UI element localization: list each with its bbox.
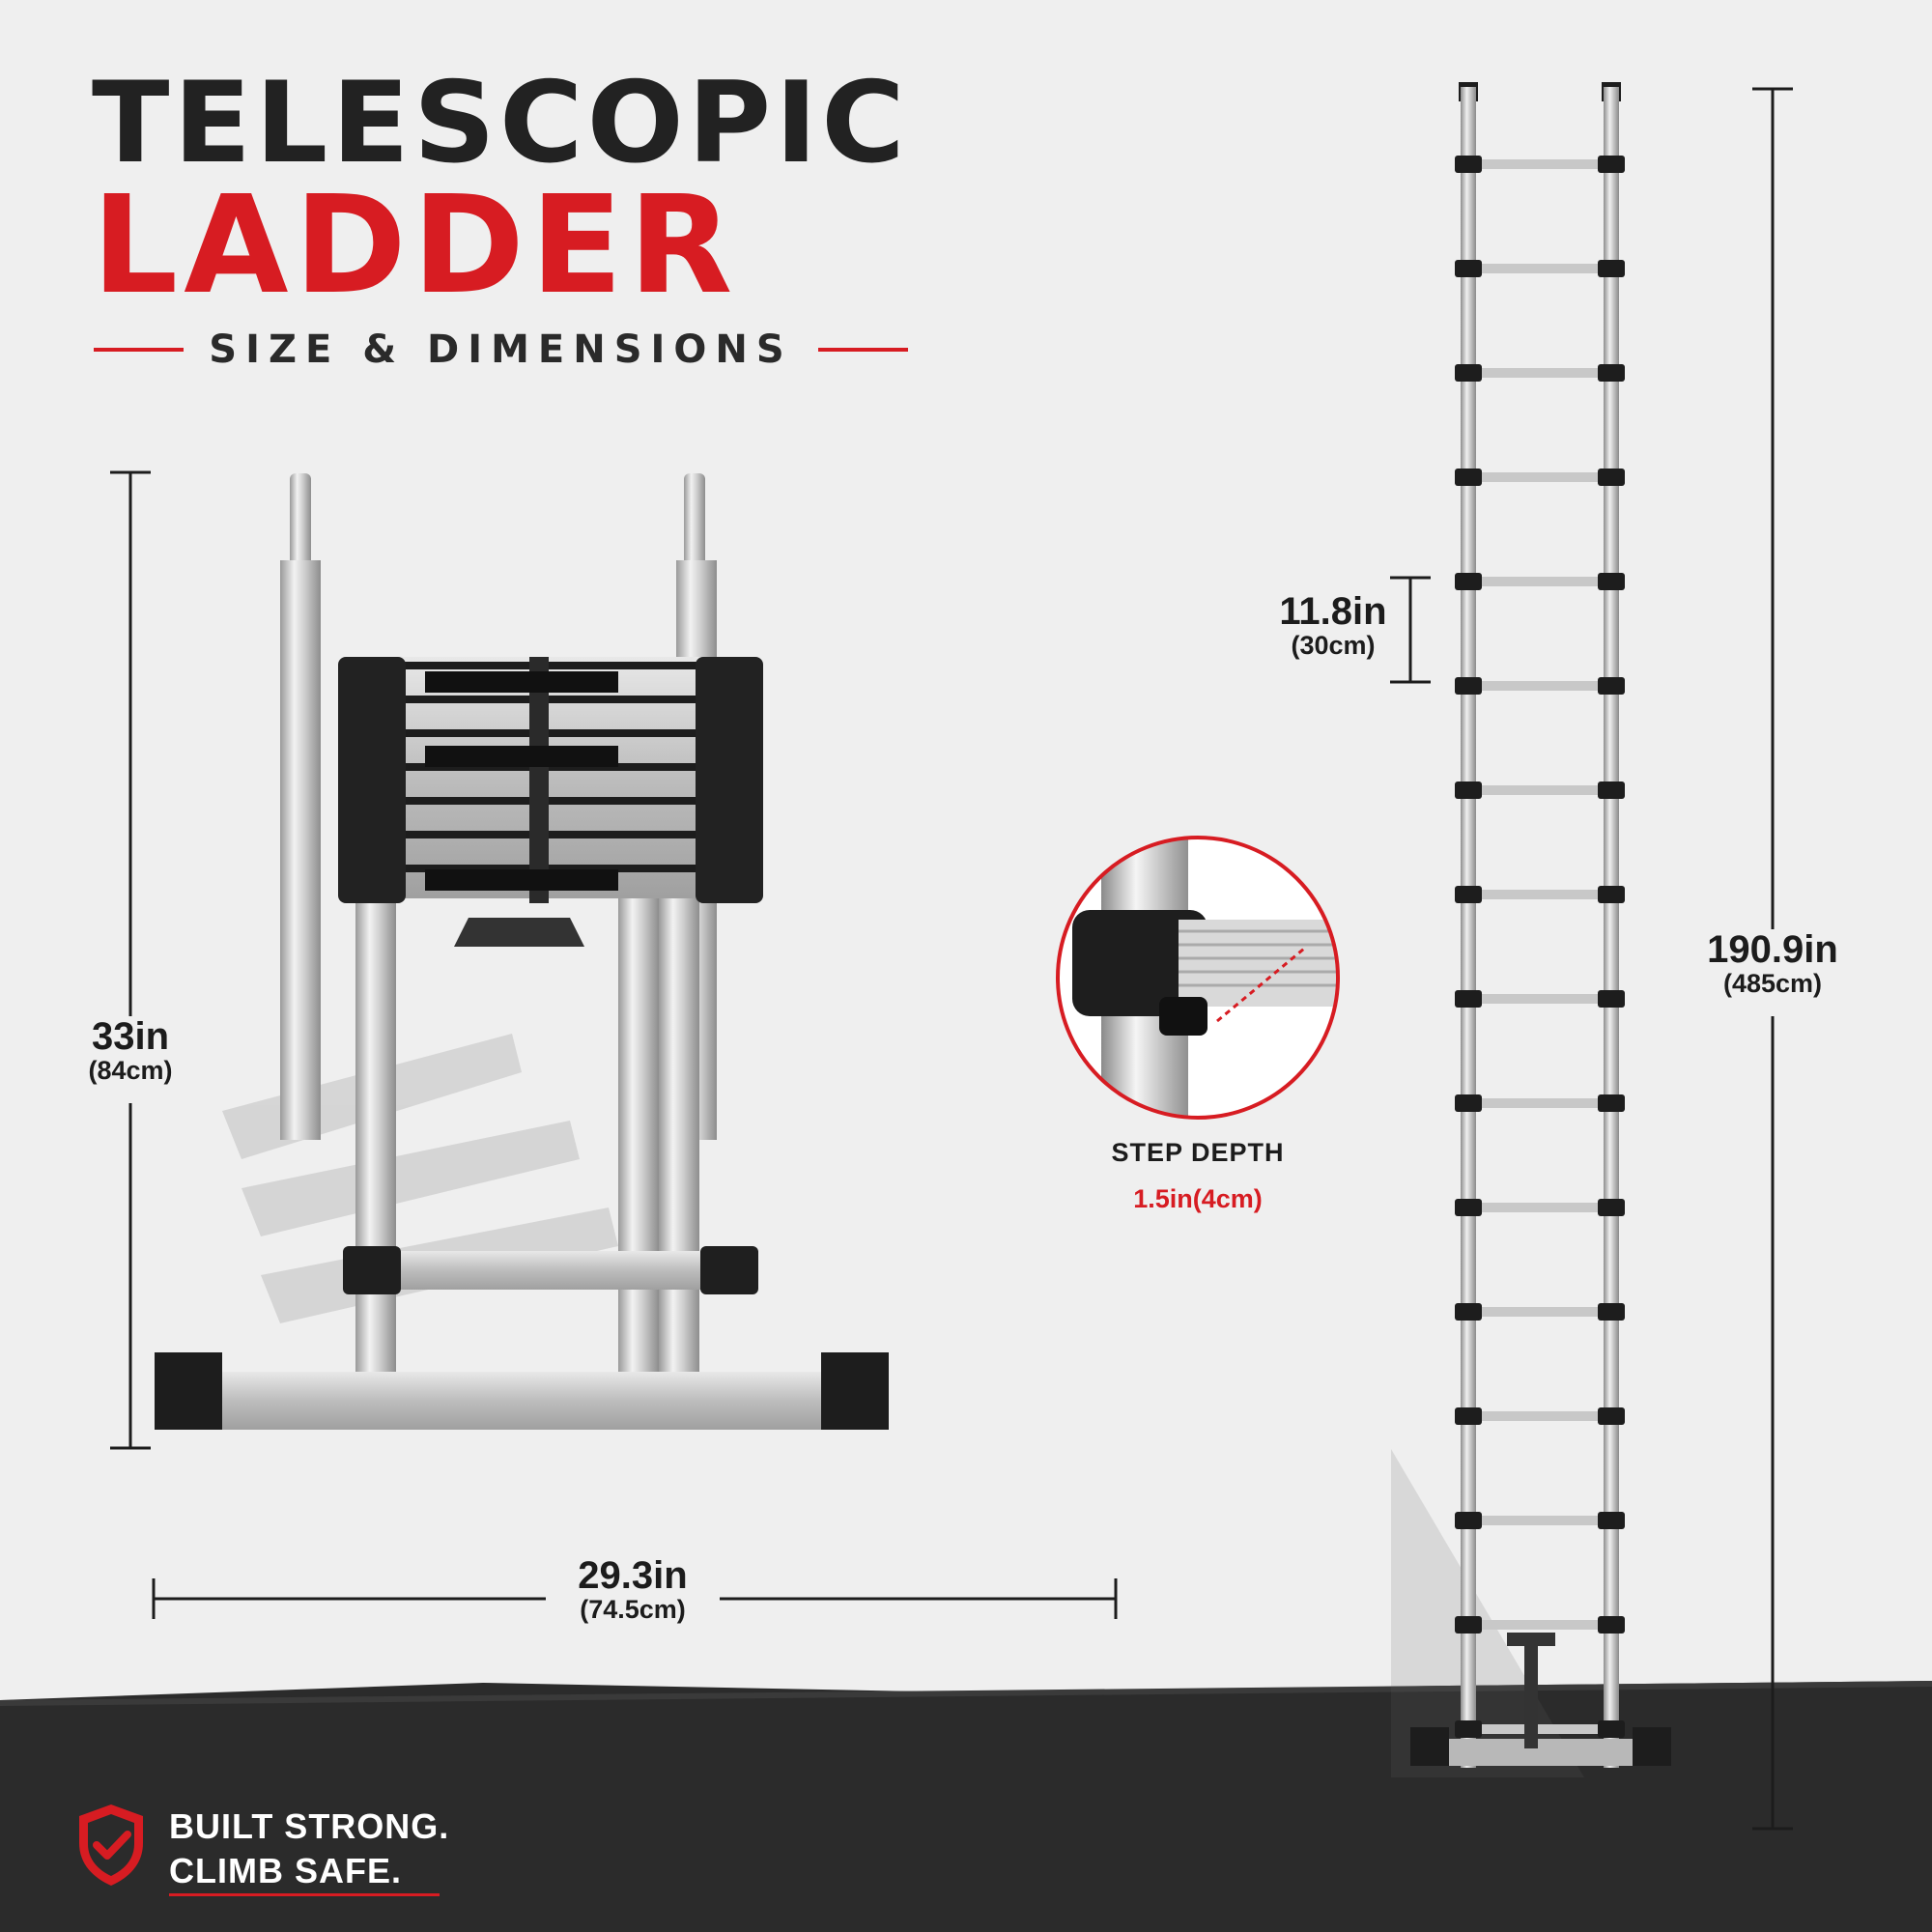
rung-clamp: [1598, 1094, 1625, 1112]
ladder-rung: [1468, 1620, 1611, 1630]
subtitle-divider-left: [94, 348, 185, 352]
rung-clamp: [1455, 990, 1482, 1008]
rung-clamp: [1598, 1616, 1625, 1634]
rung-spacing-metric: (30cm): [1291, 631, 1376, 660]
rung-clamp: [1598, 1512, 1625, 1529]
rung-clamp: [1598, 886, 1625, 903]
rung-spacing-dimension-line: [1390, 576, 1431, 684]
ladder-rung: [1468, 890, 1611, 899]
ladder-rung: [1468, 159, 1611, 169]
shield-check-icon: [79, 1804, 143, 1886]
rung-clamp: [1455, 1199, 1482, 1216]
rung-clamp: [1455, 1303, 1482, 1321]
ladder-rung: [1468, 368, 1611, 378]
subtitle-divider-right: [817, 348, 908, 352]
rung-clamp: [1455, 364, 1482, 382]
folded-ladder-image: [155, 473, 889, 1430]
title-line-1: TELESCOPIC: [92, 57, 909, 188]
ladder-rung: [1468, 1724, 1611, 1734]
rung-clamp: [1455, 260, 1482, 277]
folded-height-dimension-line: [110, 470, 151, 1450]
ladder-rung: [1468, 577, 1611, 586]
rung-clamp: [1598, 469, 1625, 486]
subtitle: SIZE & DIMENSIONS: [209, 327, 793, 372]
ladder-rung: [1468, 1411, 1611, 1421]
rung-clamp: [1455, 677, 1482, 695]
rung-clamp: [1455, 1720, 1482, 1738]
extended-height-imperial: 190.9in: [1707, 928, 1838, 971]
ladder-rung: [1468, 1203, 1611, 1212]
rung-spacing-imperial: 11.8in: [1279, 590, 1387, 633]
ladder-rung: [1468, 681, 1611, 691]
slogan-line-1: BUILT STRONG.: [169, 1806, 450, 1846]
subtitle-row: SIZE & DIMENSIONS: [94, 327, 908, 372]
ladder-rung: [1468, 264, 1611, 273]
title-line-2: LADDER: [92, 167, 739, 325]
slogan-line-2: CLIMB SAFE.: [169, 1851, 402, 1890]
rung-clamp: [1455, 156, 1482, 173]
ladder-rung: [1468, 1098, 1611, 1108]
step-depth-zoom-image: [1056, 836, 1340, 1120]
ladder-rung: [1468, 1516, 1611, 1525]
rung-clamp: [1598, 677, 1625, 695]
rung-clamp: [1598, 781, 1625, 799]
folded-height-imperial: 33in: [91, 1015, 170, 1058]
step-depth-value: 1.5in(4cm): [1133, 1184, 1263, 1213]
rung-clamp: [1455, 573, 1482, 590]
rung-clamp: [1455, 886, 1482, 903]
rung-clamp: [1598, 1720, 1625, 1738]
ladder-rung: [1468, 994, 1611, 1004]
rung-clamp: [1598, 573, 1625, 590]
folded-height-label: 33in (84cm): [58, 1016, 203, 1103]
base-width-imperial: 29.3in: [578, 1554, 688, 1597]
rung-spacing-label: 11.8in (30cm): [1256, 591, 1410, 673]
extended-height-label: 190.9in (485cm): [1681, 929, 1864, 1016]
rung-clamp: [1598, 990, 1625, 1008]
extended-ladder-image: [1391, 82, 1671, 1777]
rung-clamp: [1455, 1094, 1482, 1112]
slogan-underline: [169, 1893, 440, 1896]
base-width-label: 29.3in (74.5cm): [546, 1555, 720, 1642]
rung-clamp: [1455, 781, 1482, 799]
rung-clamp: [1455, 1407, 1482, 1425]
base-width-metric: (74.5cm): [580, 1595, 686, 1624]
ladder-rung: [1468, 472, 1611, 482]
step-depth-label: STEP DEPTH: [1111, 1138, 1285, 1167]
rung-clamp: [1598, 364, 1625, 382]
rung-clamp: [1598, 1199, 1625, 1216]
rung-clamp: [1598, 1303, 1625, 1321]
footer-slogan: BUILT STRONG. CLIMB SAFE.: [169, 1804, 449, 1893]
rung-clamp: [1598, 260, 1625, 277]
extended-height-metric: (485cm): [1722, 969, 1823, 998]
ladder-rung: [1468, 785, 1611, 795]
rung-clamp: [1455, 1616, 1482, 1634]
ladder-rung: [1468, 1307, 1611, 1317]
folded-height-metric: (84cm): [88, 1056, 173, 1085]
rung-clamp: [1455, 1512, 1482, 1529]
rung-clamp: [1598, 1407, 1625, 1425]
rung-clamp: [1455, 469, 1482, 486]
rung-clamp: [1598, 156, 1625, 173]
